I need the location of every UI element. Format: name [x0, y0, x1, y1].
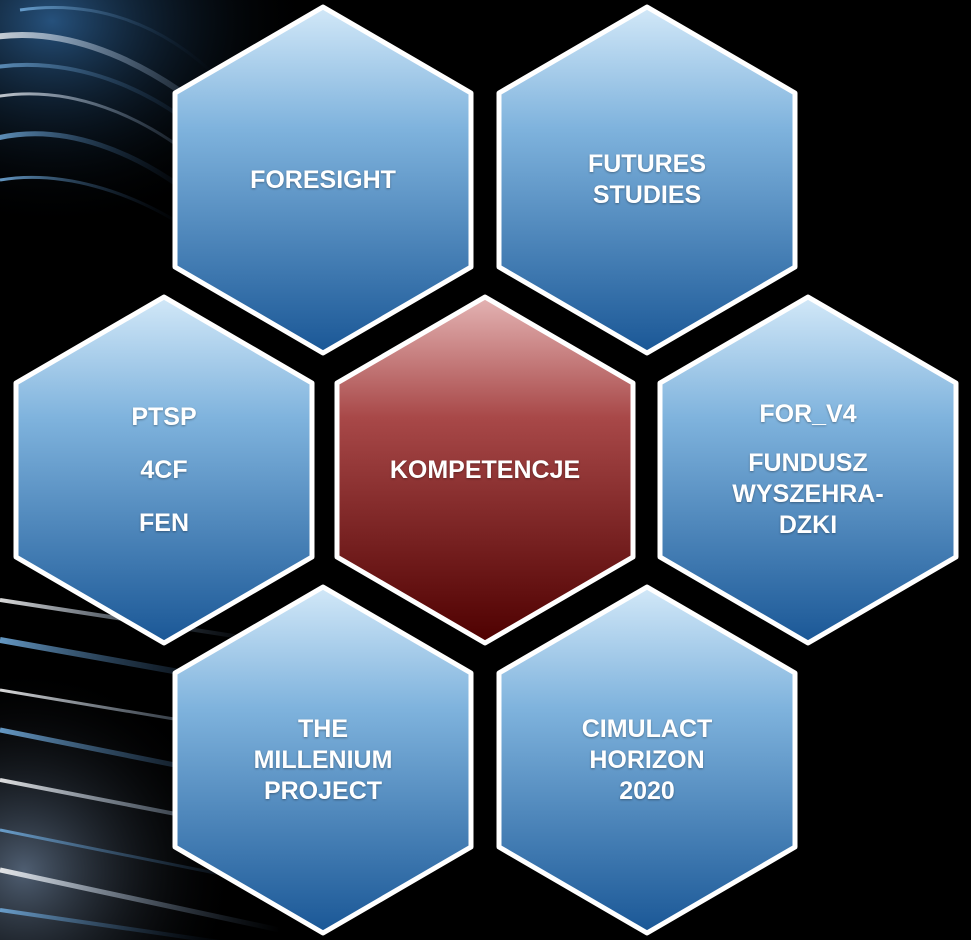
hexagon-shape — [172, 584, 474, 936]
label-line: KOMPETENCJE — [389, 455, 581, 484]
hexagon-shape — [657, 294, 959, 646]
label-line: HORIZON — [589, 745, 705, 774]
label-line: FUNDUSZ — [748, 449, 868, 477]
label-line: FOR_V4 — [759, 400, 857, 428]
label-line: 2020 — [619, 776, 675, 805]
hexagon-foresight: FORESIGHT — [172, 4, 474, 356]
hexagon-shape — [496, 4, 798, 356]
hexagon-label-cimulact: CIMULACT HORIZON 2020 — [537, 585, 757, 935]
hexagon-label-millenium-project: THE MILLENIUM PROJECT — [213, 585, 433, 935]
hexagon-millenium-project: THE MILLENIUM PROJECT — [172, 584, 474, 936]
label-line: PROJECT — [263, 776, 383, 805]
hexagon-label-futures-studies: FUTURES STUDIES — [537, 5, 757, 355]
hexagon-label-for-v4: FOR_V4 FUNDUSZ WYSZEHRA- DZKI — [698, 295, 918, 645]
label-line: FUTURES — [587, 150, 707, 178]
label-line: PTSP — [131, 402, 197, 431]
label-line: THE — [298, 714, 348, 743]
hexagon-shape — [496, 584, 798, 936]
hexagon-cimulact: CIMULACT HORIZON 2020 — [496, 584, 798, 936]
hexagon-shape — [334, 294, 636, 646]
label-line: FEN — [139, 508, 189, 537]
hexagon-label-ptsp: PTSP 4CF FEN — [54, 295, 274, 645]
label-line: DZKI — [778, 511, 838, 539]
hexagon-for-v4: FOR_V4 FUNDUSZ WYSZEHRA- DZKI — [657, 294, 959, 646]
hexagon-shape — [172, 4, 474, 356]
label-line: FORESIGHT — [250, 165, 396, 194]
hexagon-shape — [13, 294, 315, 646]
label-line: STUDIES — [592, 181, 702, 209]
label-line: MILLENIUM — [253, 745, 393, 774]
hexagon-ptsp: PTSP 4CF FEN — [13, 294, 315, 646]
label-line: 4CF — [140, 455, 188, 484]
hexagon-futures-studies: FUTURES STUDIES — [496, 4, 798, 356]
hexagon-label-kompetencje: KOMPETENCJE — [375, 295, 595, 645]
hexagon-kompetencje: KOMPETENCJE — [334, 294, 636, 646]
label-line: WYSZEHRA- — [732, 480, 884, 508]
hexagon-label-foresight: FORESIGHT — [213, 5, 433, 355]
label-line: CIMULACT — [581, 714, 713, 743]
